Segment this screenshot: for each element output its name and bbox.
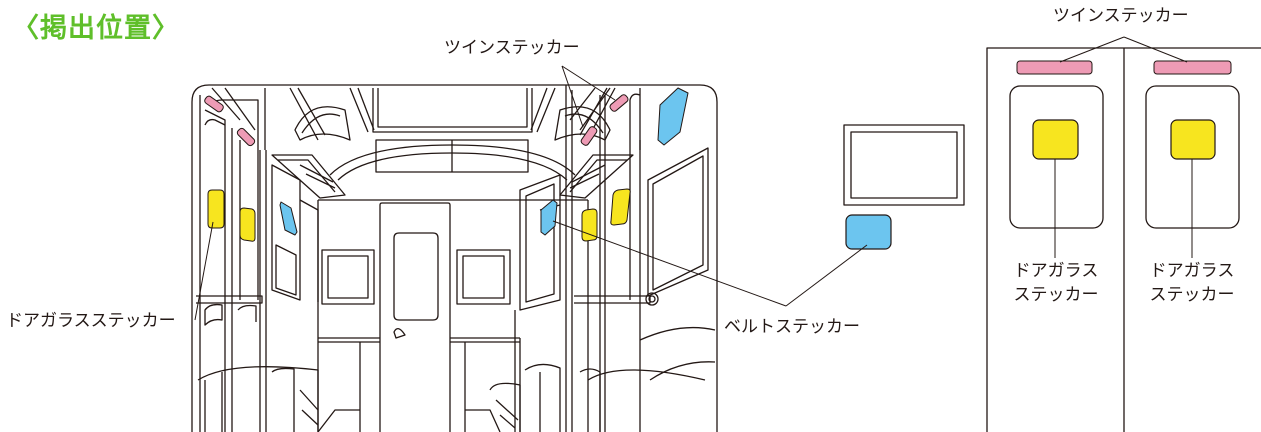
twin-sticker-interior-4 xyxy=(580,126,598,146)
door-glass-sticker-interior-4 xyxy=(610,188,631,226)
belt-sticker-interior-3 xyxy=(657,87,689,146)
twin-sticker-interior-3 xyxy=(609,94,629,112)
twin-sticker-interior-1 xyxy=(204,95,224,113)
door-glass-sticker-door-right xyxy=(1170,119,1216,160)
label-twin-sticker-door: ツインステッカー xyxy=(1053,6,1189,26)
label-door-glass-right-line2: ステッカー xyxy=(1149,285,1235,305)
twin-sticker-door-right xyxy=(1153,60,1232,75)
label-door-glass-right-line1: ドアガラス xyxy=(1149,261,1235,281)
door-glass-sticker-door-left xyxy=(1032,119,1079,160)
twin-sticker-door-left xyxy=(1016,60,1093,75)
door-glass-sticker-interior-2 xyxy=(239,207,256,242)
label-belt-sticker: ベルトステッカー xyxy=(724,317,860,337)
train-interior-illustration xyxy=(191,84,718,432)
belt-sticker-interior-1 xyxy=(279,201,298,236)
belt-sticker-window xyxy=(845,214,892,250)
interior-belt-stickers xyxy=(279,87,689,236)
label-twin-sticker-interior: ツインステッカー xyxy=(444,38,580,58)
label-door-glass-left-line2: ステッカー xyxy=(1013,285,1099,305)
leader-lines xyxy=(194,36,1193,321)
belt-sticker-interior-2 xyxy=(540,199,558,236)
interior-twin-stickers xyxy=(204,94,629,147)
label-door-glass-left-line1: ドアガラス xyxy=(1013,261,1099,281)
twin-sticker-interior-2 xyxy=(236,127,256,147)
door-panel-illustration xyxy=(986,47,1261,432)
page-title: 〈掲出位置〉 xyxy=(12,13,180,44)
label-door-glass-sticker: ドアガラスステッカー xyxy=(6,311,176,331)
door-glass-sticker-interior-1 xyxy=(207,189,225,229)
window-illustration xyxy=(843,124,965,206)
